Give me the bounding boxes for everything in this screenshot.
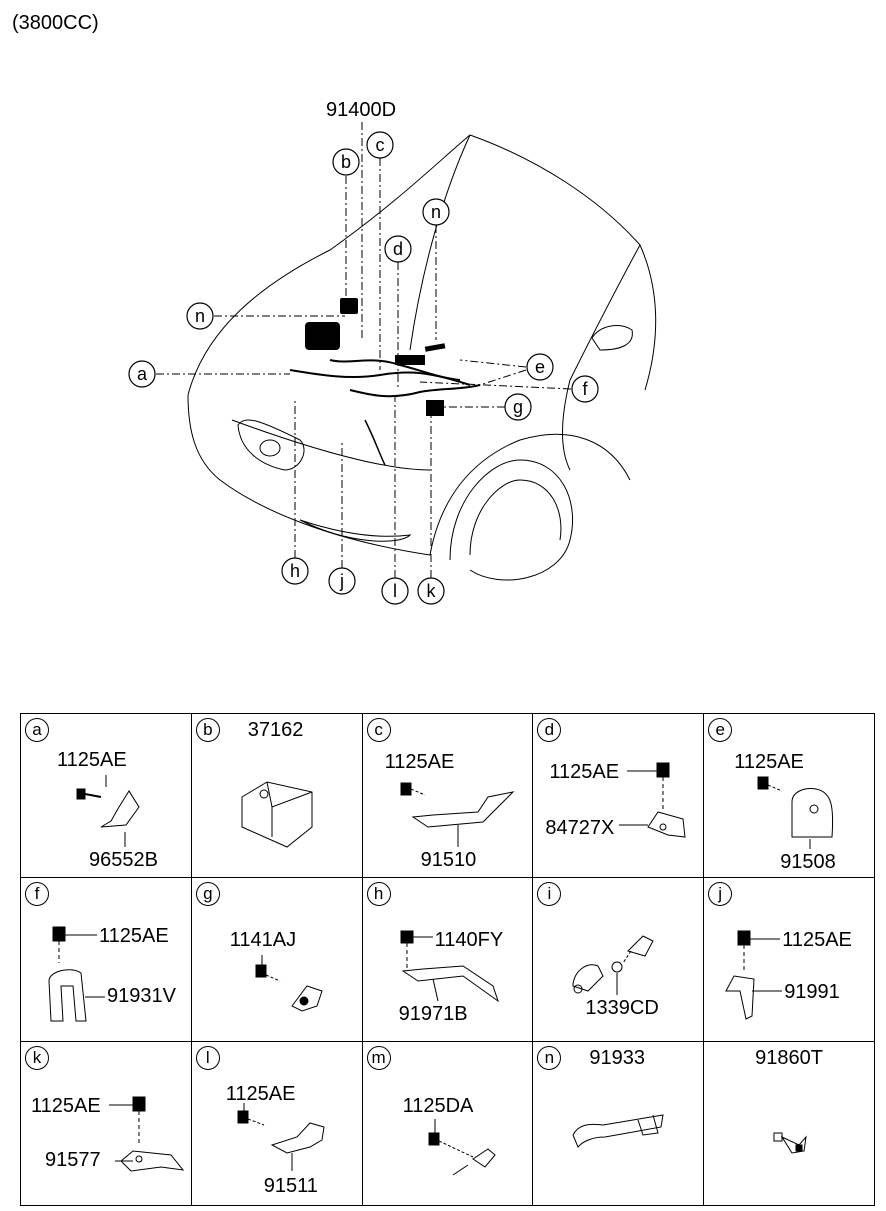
callout-e: e	[535, 357, 545, 377]
car-overview-diagram: a b c d n n e f g h j l k 91400D	[128, 99, 657, 605]
callout-j: j	[339, 571, 344, 591]
bolt-bracket-icon	[76, 775, 140, 847]
cell-j: j 1125AE 91991	[703, 877, 875, 1042]
cell-f: f 1125AE 91931V	[20, 877, 192, 1042]
cell-unlabeled: 91860T	[703, 1041, 875, 1206]
callout-k: k	[427, 581, 437, 601]
part-number: 1125AE	[31, 1095, 101, 1117]
part-number: 1125AE	[734, 751, 804, 773]
part-number: 91511	[263, 1175, 318, 1197]
ground-bolt-icon	[255, 955, 323, 1012]
bolt-plate-icon	[109, 1096, 185, 1172]
callout-n-top: n	[431, 202, 441, 222]
cell-letter: a	[25, 718, 49, 742]
parts-grid: a 1125AE 96552B b 37162 c 1125AE 91510 d	[20, 713, 875, 1211]
cell-header-number: 91860T	[755, 1047, 824, 1069]
callout-d: d	[393, 239, 403, 259]
callout-h: h	[290, 561, 300, 581]
protector-bracket-icon	[572, 1114, 664, 1148]
part-number: 91510	[420, 849, 477, 871]
nut-connector-icon	[572, 935, 655, 995]
cell-m: m 1125DA	[361, 1041, 534, 1206]
cell-letter: n	[537, 1046, 562, 1070]
cell-letter: e	[708, 718, 733, 742]
part-number: 84727X	[545, 817, 615, 839]
part-number: 91971B	[398, 1003, 468, 1025]
bracket-bolt-icon	[48, 926, 105, 1022]
cell-e: e 1125AE 91508	[703, 713, 875, 878]
cell-letter: i	[537, 882, 562, 906]
callout-b: b	[341, 152, 351, 172]
engine-label: (3800CC)	[12, 12, 99, 34]
part-number: 1141AJ	[229, 929, 297, 951]
cell-b: b 37162	[190, 713, 363, 878]
cell-h: h 1140FY 91971B	[361, 877, 534, 1042]
bolt-terminal-icon	[428, 1119, 496, 1176]
main-part-number: 91400D	[326, 99, 396, 121]
cell-c: c 1125AE 91510	[361, 713, 534, 878]
clamp-bolt-icon	[725, 930, 783, 1020]
callout-g: g	[513, 397, 523, 417]
cell-letter: g	[195, 882, 220, 906]
part-number: 1140FY	[434, 929, 504, 951]
callout-n-left: n	[195, 306, 205, 326]
cell-letter: m	[366, 1046, 391, 1070]
part-number: 1125AE	[782, 929, 852, 951]
bracket-icon	[757, 776, 834, 849]
bolt-bracket-icon	[237, 1103, 325, 1171]
callout-c: c	[376, 135, 385, 155]
cell-letter: h	[366, 882, 391, 906]
cell-letter: k	[25, 1046, 49, 1070]
relay-cover-icon	[241, 781, 313, 848]
cell-a: a 1125AE 96552B	[20, 713, 192, 878]
cell-letter: b	[195, 718, 220, 742]
cell-g: g 1141AJ	[190, 877, 363, 1042]
part-number: 1125AE	[57, 749, 127, 771]
screw-bracket-icon	[400, 930, 499, 1003]
callout-a: a	[137, 364, 148, 384]
part-number: 91991	[784, 981, 840, 1003]
cell-d: d 1125AE 84727X	[532, 713, 705, 878]
clip-icon	[773, 1132, 807, 1154]
cell-letter: c	[366, 718, 391, 742]
part-number: 1125AE	[549, 761, 620, 783]
part-number: 91931V	[107, 985, 176, 1007]
part-number: 1125AE	[225, 1083, 296, 1105]
cell-letter: l	[195, 1046, 220, 1070]
part-number: 1339CD	[585, 997, 659, 1019]
callout-l: l	[393, 581, 397, 601]
cell-l: l 1125AE 91511	[190, 1041, 363, 1206]
cell-letter: d	[537, 718, 562, 742]
harness-bracket-icon	[400, 782, 515, 847]
cell-i: i 1339CD	[532, 877, 705, 1042]
part-number: 91508	[780, 851, 836, 873]
cell-n: n 91933	[532, 1041, 705, 1206]
part-number: 96552B	[89, 849, 158, 871]
part-number: 91577	[45, 1149, 101, 1171]
part-number: 1125AE	[384, 751, 455, 773]
part-number: 1125AE	[99, 925, 169, 947]
cell-letter: j	[708, 882, 733, 906]
bolt-clip-icon	[619, 762, 686, 838]
cell-letter: f	[25, 882, 49, 906]
callout-f: f	[582, 379, 588, 399]
part-number: 1125DA	[402, 1095, 474, 1117]
cell-header-number: 91933	[589, 1047, 646, 1069]
cell-k: k 1125AE 91577	[20, 1041, 192, 1206]
cell-header-number: 37162	[247, 719, 304, 741]
